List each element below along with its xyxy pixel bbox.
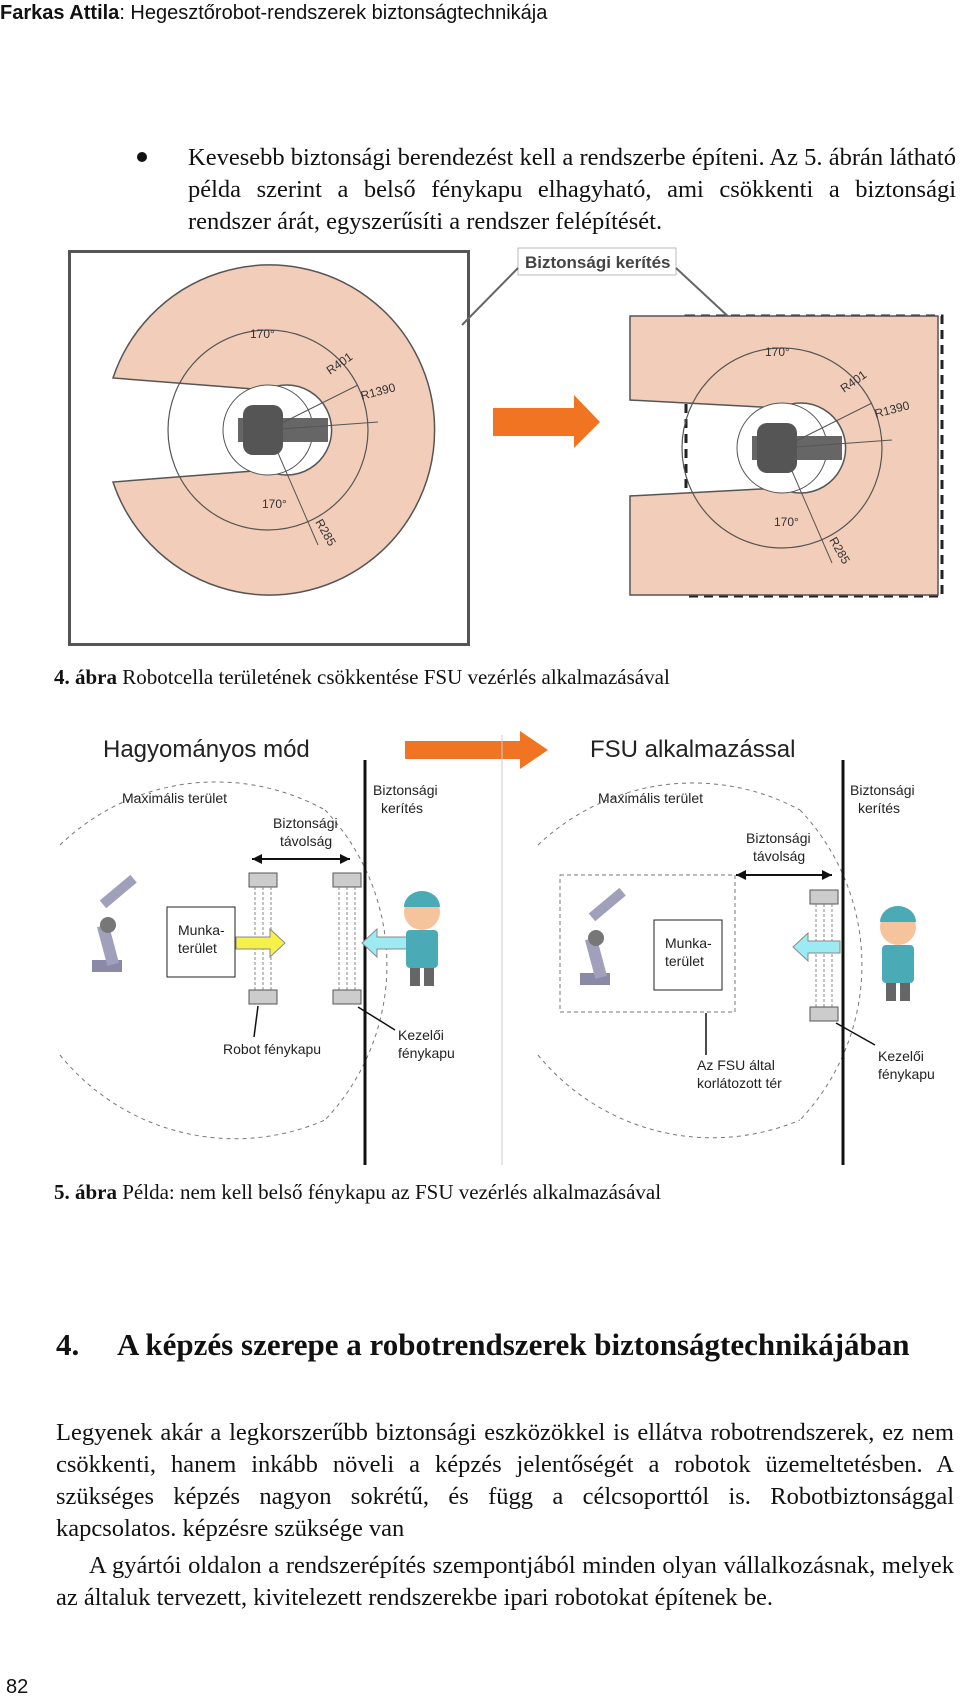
mode-arrow <box>405 731 548 769</box>
left-zone <box>111 264 436 596</box>
section-number: 4. <box>56 1327 80 1362</box>
left-distance-label-2: távolság <box>280 833 332 849</box>
right-operator-gate-label-1: Kezelői <box>878 1048 924 1064</box>
callout-line-left <box>461 267 519 326</box>
right-operator-icon <box>880 906 916 1001</box>
transition-arrow <box>493 395 600 448</box>
right-zone <box>629 315 939 596</box>
left-operator-icon <box>404 891 440 986</box>
right-max-area-arc <box>537 782 801 846</box>
left-fence-label-1: Biztonsági <box>373 782 438 798</box>
left-operator-gate-label-2: fénykapu <box>398 1045 455 1061</box>
left-distance-label-1: Biztonsági <box>273 815 338 831</box>
right-max-area-label: Maximális terület <box>598 790 703 806</box>
left-operator-gate <box>332 872 362 1005</box>
right-operator-pointer <box>835 1022 876 1046</box>
robot-gate-pointer <box>253 1005 259 1038</box>
right-distance-label-2: távolság <box>753 848 805 864</box>
left-angle-top: 170° <box>250 327 275 341</box>
left-max-area-arc-bottom <box>59 1054 326 1140</box>
fence-label: Biztonsági kerítés <box>525 253 671 272</box>
figure-5: Hagyományos mód FSU alkalmazással Maximá… <box>59 731 935 1165</box>
right-fence-label-2: kerítés <box>858 800 900 816</box>
figure-4: Biztonsági kerítés 170° 170° R401 R1390 … <box>111 247 944 598</box>
bullet-paragraph: Kevesebb biztonsági berendezést kell a r… <box>188 144 956 235</box>
figure-5-caption: 5. ábra Példa: nem kell belső fénykapu a… <box>54 1180 661 1205</box>
left-cyan-gate-arrow <box>361 927 411 959</box>
left-fence-label-2: kerítés <box>381 800 423 816</box>
fsu-label-2: korlátozott tér <box>697 1075 782 1091</box>
callout-line-right <box>675 267 733 321</box>
right-fence-label-1: Biztonsági <box>850 782 915 798</box>
left-operator-gate-label-1: Kezelői <box>398 1027 444 1043</box>
right-work-area-1: Munka- <box>665 935 712 951</box>
page-number: 82 <box>6 1676 29 1698</box>
left-angle-bottom: 170° <box>262 497 287 511</box>
left-max-area-label: Maximális terület <box>122 790 227 806</box>
right-work-area-2: terület <box>665 953 704 969</box>
right-operator-gate <box>809 889 839 1022</box>
left-work-area-2: terület <box>178 940 217 956</box>
yellow-gate-arrow <box>235 927 286 959</box>
right-operator-gate-label-2: fénykapu <box>878 1066 935 1082</box>
left-mode-title: Hagyományos mód <box>103 736 310 763</box>
figure-4-caption-text: Robotcella területének csökkentése FSU v… <box>117 665 670 689</box>
right-distance-label-1: Biztonsági <box>746 830 811 846</box>
right-angle-top: 170° <box>765 345 790 359</box>
left-work-area <box>166 906 236 978</box>
figure-4-caption: 4. ábra Robotcella területének csökkenté… <box>54 665 670 690</box>
fsu-restricted-area <box>559 874 736 1013</box>
header-author: Farkas Attila <box>0 2 120 24</box>
right-max-area-arc-right <box>799 809 863 1121</box>
bullet-icon <box>137 152 147 162</box>
left-robot-gate <box>248 872 278 1005</box>
header-title: : Hegesztőrobot-rendszerek biztonságtech… <box>119 2 548 24</box>
paragraph-1: Legyenek akár a legkorszerűbb biztonsági… <box>56 1419 954 1542</box>
right-cyan-gate-arrow <box>792 931 841 963</box>
right-robot-icon <box>580 887 626 985</box>
left-operator-pointer <box>357 1006 396 1031</box>
paragraph-2: A gyártói oldalon a rendszerépítés szemp… <box>56 1552 954 1611</box>
figure-5-label: 5. ábra <box>54 1180 117 1204</box>
fence-label-box <box>517 247 677 276</box>
running-header: Farkas Attila: Hegesztőrobot-rendszerek … <box>0 2 547 25</box>
robot-gate-label: Robot fénykapu <box>223 1041 321 1057</box>
figure-5-caption-text: Példa: nem kell belső fénykapu az FSU ve… <box>117 1180 662 1204</box>
section-heading: 4. A képzés szerepe a robotrendszerek biz… <box>56 1327 910 1363</box>
right-max-area-arc-bottom <box>537 1054 801 1139</box>
right-angle-bottom: 170° <box>774 515 799 529</box>
right-work-area <box>653 919 723 991</box>
left-max-area-arc-right <box>324 809 388 1121</box>
fsu-label-1: Az FSU által <box>697 1057 775 1073</box>
left-robot-icon <box>92 874 137 972</box>
section-title: A képzés szerepe a robotrendszerek bizto… <box>117 1327 910 1362</box>
figure-4-label: 4. ábra <box>54 665 117 689</box>
left-work-area-1: Munka- <box>178 922 225 938</box>
right-mode-title: FSU alkalmazással <box>590 736 795 763</box>
